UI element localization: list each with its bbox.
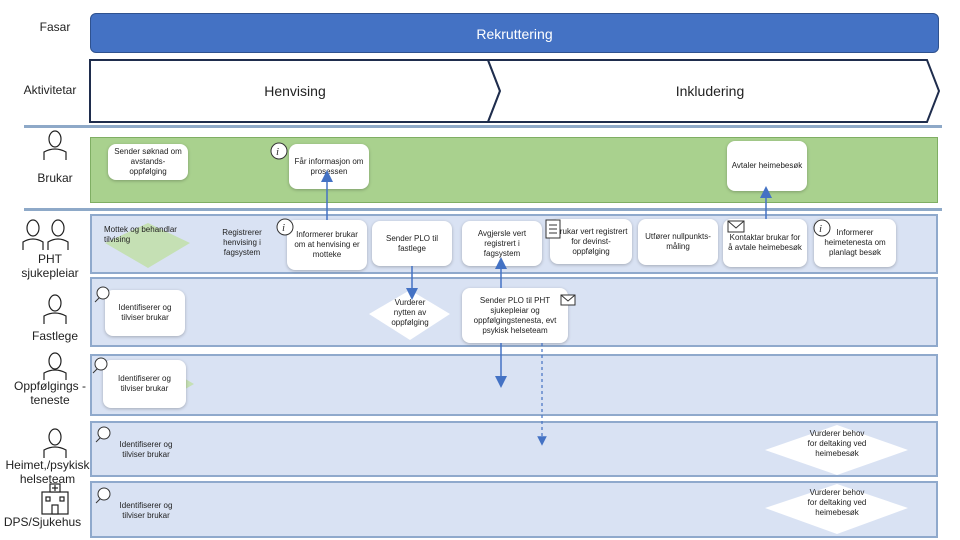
envelope-icon bbox=[560, 294, 576, 306]
card-oppfolging-identifiserer: Identifiserer og tilviser brukar bbox=[103, 360, 186, 408]
text-mottek: Mottek og behandlar tilvising bbox=[104, 225, 177, 244]
card-dps-identifiserer: Identifiserer og tilviser brukar bbox=[119, 501, 173, 520]
svg-text:i: i bbox=[819, 223, 822, 235]
fasar-row-label: Fasar bbox=[39, 20, 71, 34]
search-eye-icon bbox=[92, 357, 108, 374]
divider-top bbox=[24, 125, 942, 128]
phase-title: Rekruttering bbox=[476, 26, 553, 42]
card-avtaler-heimebesok: Avtaler heimebesøk bbox=[727, 141, 807, 191]
text-heimet-vurderer: Vurderer behov for deltaking ved heimebe… bbox=[807, 429, 867, 458]
text-vurderer-nytten: Vurderer nytten av oppfølging bbox=[391, 298, 429, 327]
card-sender-plo-fastlege: Sender PLO til fastlege bbox=[372, 221, 452, 266]
pht-two-persons-icon bbox=[22, 219, 69, 250]
role-dps: DPS/Sjukehus bbox=[3, 515, 82, 529]
role-heimet: Heimet,/psykisk helseteam bbox=[5, 458, 90, 486]
search-eye-icon bbox=[94, 286, 110, 303]
info-icon: i bbox=[813, 219, 831, 237]
search-eye-icon bbox=[95, 487, 111, 504]
svg-text:i: i bbox=[276, 146, 279, 158]
envelope-icon bbox=[727, 220, 745, 233]
role-pht: PHT sjukepleiar bbox=[21, 252, 79, 280]
svg-text:i: i bbox=[282, 222, 285, 234]
checklist-icon bbox=[545, 219, 561, 239]
card-heimet-identifiserer: Identifiserer og tilviser brukar bbox=[119, 440, 173, 459]
card-registrerer: Registrerer henvising i fagsystem bbox=[222, 228, 262, 257]
aktivitetar-row-label: Aktivitetar bbox=[23, 83, 77, 97]
heimet-person-icon bbox=[43, 428, 67, 458]
card-sender-soknad: Sender søknad om avstands-oppfølging bbox=[108, 144, 188, 180]
text-dps-vurderer: Vurderer behov for deltaking ved heimebe… bbox=[807, 488, 867, 517]
card-brukar-registrert: Brukar vert registrert for devinst-oppfø… bbox=[550, 219, 632, 264]
oppfolging-person-icon bbox=[43, 352, 67, 380]
card-sender-plo-pht: Sender PLO til PHT sjukepleiar og oppføl… bbox=[462, 288, 568, 343]
info-icon: i bbox=[276, 218, 294, 236]
card-informerer-brukar: Informerer brukar om at henvising er mot… bbox=[287, 220, 367, 270]
activity-inkludering-label: Inkludering bbox=[675, 83, 745, 99]
lane-oppfolging bbox=[90, 354, 938, 416]
activity-henvising-label: Henvising bbox=[264, 83, 326, 99]
search-eye-icon bbox=[95, 426, 111, 443]
card-fastlege-identifiserer: Identifiserer og tilviser brukar bbox=[105, 290, 185, 336]
card-utforer: Utfører nullpunkts-måling bbox=[638, 219, 718, 265]
fastlege-doctor-icon bbox=[43, 294, 67, 324]
role-brukar: Brukar bbox=[37, 171, 73, 185]
chevron-inkludering bbox=[486, 59, 941, 123]
divider-mid bbox=[24, 208, 942, 211]
brukar-person-icon bbox=[43, 130, 67, 160]
info-icon: i bbox=[270, 142, 288, 160]
role-oppfolging: Oppfølgings -teneste bbox=[13, 379, 87, 407]
phase-bar-rekruttering: Rekruttering bbox=[90, 13, 939, 53]
dps-hospital-icon bbox=[41, 483, 69, 515]
role-fastlege: Fastlege bbox=[31, 329, 79, 343]
